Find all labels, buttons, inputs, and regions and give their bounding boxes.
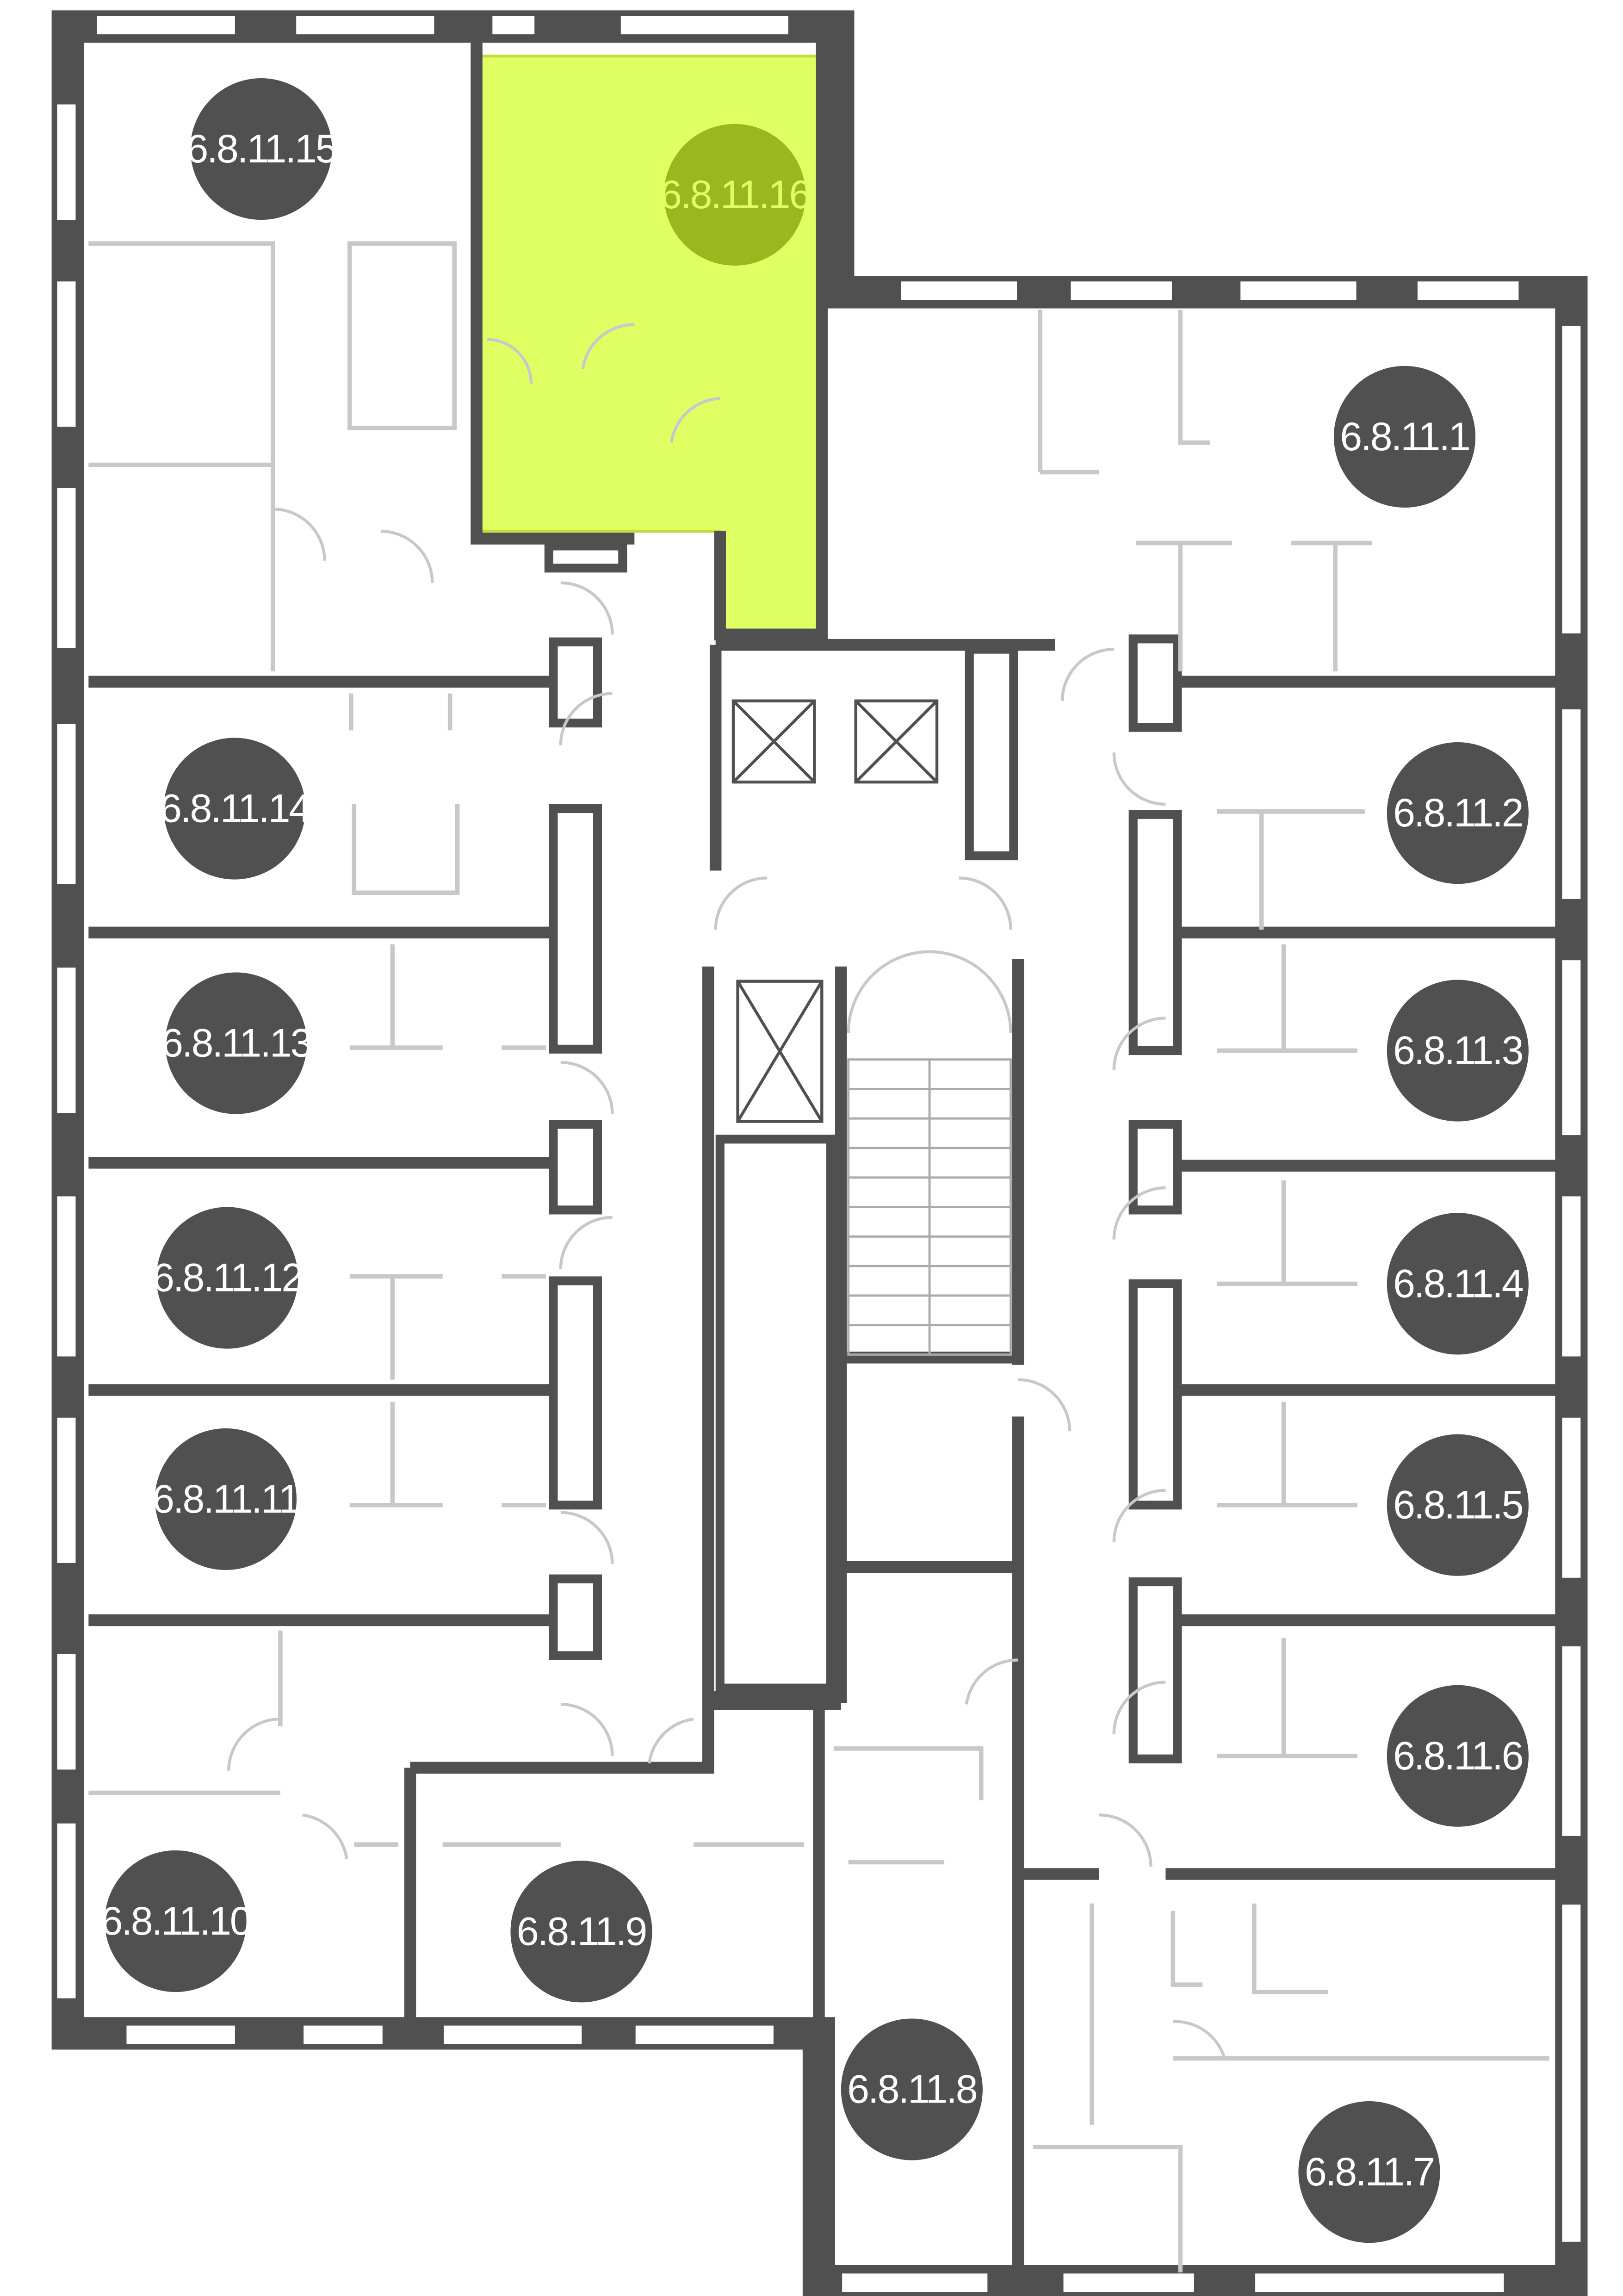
unit-label: 6.8.11.12 xyxy=(152,1256,302,1300)
unit-label: 6.8.11.15 xyxy=(186,127,336,171)
elevators xyxy=(731,699,939,1123)
stairs xyxy=(847,1058,1012,1356)
partitions xyxy=(88,241,1549,2272)
unit-label: 6.8.11.1 xyxy=(1340,415,1469,459)
unit-badge-6-8-11-3[interactable]: 6.8.11.3 xyxy=(1387,980,1529,1122)
unit-label: 6.8.11.6 xyxy=(1393,1734,1523,1778)
unit-badge-6-8-11-2[interactable]: 6.8.11.2 xyxy=(1387,742,1529,884)
unit-label: 6.8.11.4 xyxy=(1393,1261,1523,1306)
interior-walls xyxy=(88,26,1561,2282)
unit-label: 6.8.11.13 xyxy=(161,1021,311,1066)
unit-badge-6-8-11-13[interactable]: 6.8.11.13 xyxy=(161,972,313,1114)
unit-label: 6.8.11.7 xyxy=(1305,2150,1434,2194)
unit-label: 6.8.11.2 xyxy=(1393,791,1522,835)
unit-label: 6.8.11.9 xyxy=(517,1909,646,1954)
unit-label: 6.8.11.10 xyxy=(101,1899,251,1943)
unit-badge-6-8-11-9[interactable]: 6.8.11.9 xyxy=(510,1861,652,2003)
shafts xyxy=(544,541,1182,1763)
unit-badge-6-8-11-8[interactable]: 6.8.11.8 xyxy=(841,2018,983,2160)
unit-badge-6-8-11-1[interactable]: 6.8.11.1 xyxy=(1333,366,1476,508)
unit-badge-6-8-11-11[interactable]: 6.8.11.11 xyxy=(152,1428,301,1570)
unit-label: 6.8.11.3 xyxy=(1393,1029,1523,1073)
unit-label: 6.8.11.8 xyxy=(847,2067,977,2112)
unit-badge-6-8-11-5[interactable]: 6.8.11.5 xyxy=(1387,1434,1529,1576)
unit-label: 6.8.11.5 xyxy=(1393,1483,1523,1527)
unit-badge-6-8-11-15[interactable]: 6.8.11.15 xyxy=(186,78,338,220)
unit-badge-6-8-11-7[interactable]: 6.8.11.7 xyxy=(1298,2101,1440,2243)
doors xyxy=(227,323,1227,2059)
unit-label: 6.8.11.16 xyxy=(660,173,810,217)
unit-label: 6.8.11.11 xyxy=(152,1477,299,1521)
unit-badge-6-8-11-6[interactable]: 6.8.11.6 xyxy=(1387,1685,1529,1827)
unit-badge-6-8-11-10[interactable]: 6.8.11.10 xyxy=(101,1850,252,1992)
unit-badge-6-8-11-16[interactable]: 6.8.11.16 xyxy=(660,124,812,266)
unit-badge-6-8-11-4[interactable]: 6.8.11.4 xyxy=(1387,1213,1529,1355)
windows xyxy=(55,13,1583,2295)
unit-badge-6-8-11-12[interactable]: 6.8.11.12 xyxy=(152,1207,304,1349)
unit-label: 6.8.11.14 xyxy=(160,787,310,831)
unit-badge-6-8-11-14[interactable]: 6.8.11.14 xyxy=(160,738,312,880)
